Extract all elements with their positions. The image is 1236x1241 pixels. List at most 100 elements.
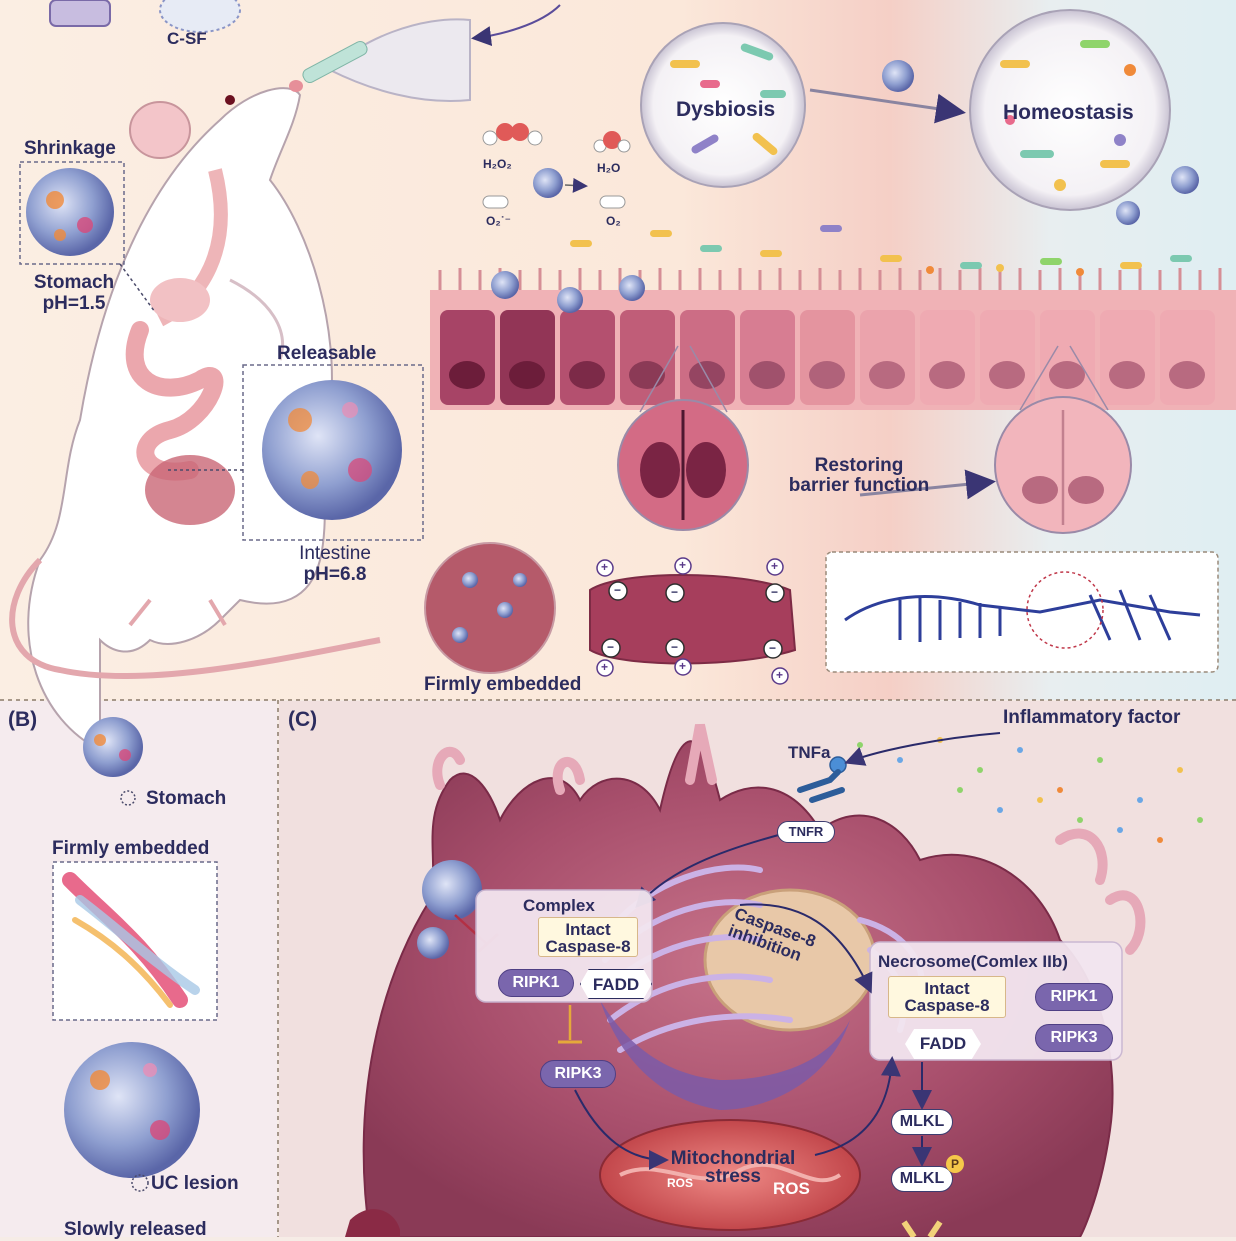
caspase-inhibition-arrow	[739, 903, 873, 994]
golgi-body	[600, 1000, 850, 1110]
stomach-label-line2: pH=1.5	[42, 293, 106, 314]
reaction-nanoparticle	[533, 168, 563, 198]
tnfr-label: TNFR	[777, 821, 835, 843]
panel-b-stomach-nanoparticle	[83, 717, 143, 777]
homeostasis-label: Homeostasis	[1003, 101, 1134, 124]
microvilli-row	[438, 268, 1222, 290]
mlkl-pore-icon	[901, 1220, 943, 1237]
cell-debris	[345, 1209, 400, 1237]
panel-b-stomach-label: Stomach	[146, 788, 227, 809]
necrosome-ripk3-pill: RIPK3	[1035, 1024, 1113, 1052]
rat-illustration	[9, 80, 381, 752]
firmly-embedded-label-a: Firmly embedded	[424, 674, 582, 695]
necrosome-ripk1-pill: RIPK1	[1035, 983, 1113, 1011]
zoom-leader-2a	[1019, 345, 1059, 411]
complex-intact-caspase-box: Intact Caspase-8	[538, 917, 638, 957]
ct-scan-skeleton	[844, 589, 1201, 642]
h2o2-molecule-icon	[482, 123, 543, 146]
epithelial-cells	[440, 310, 1215, 405]
h2o2-label: H₂O₂	[483, 157, 512, 171]
ros-label-2: ROS	[773, 1179, 810, 1198]
complex-fadd-hex: FADD	[580, 969, 652, 999]
charge-plus-1: +	[601, 560, 609, 574]
floating-nanoparticle-3	[1116, 201, 1140, 225]
ripk3-pill: RIPK3	[540, 1060, 616, 1088]
panel-b-uc-lesion-label: UC lesion	[151, 1173, 239, 1194]
epithelium-nanoparticle-1	[491, 271, 519, 299]
stomach-label: Stomach pH=1.5	[14, 272, 134, 314]
ripk3-to-mito-arrow	[574, 1089, 669, 1170]
releasable-box	[242, 364, 424, 541]
charge-plus-2: +	[679, 558, 687, 572]
panel-b-slowly-released-label: Slowly released	[64, 1219, 207, 1240]
charge-minus-4: −	[607, 640, 615, 654]
intestine-label-line2: pH=6.8	[303, 564, 367, 585]
homeostasis-bacteria	[1000, 40, 1136, 191]
necrosome-intact-caspase-box: Intact Caspase-8	[888, 976, 1006, 1018]
tissue-zoom	[424, 542, 556, 674]
charge-minus-5: −	[671, 640, 679, 654]
o2-radical-label: O₂˙⁻	[486, 214, 511, 228]
restoring-label-line1: Restoring	[814, 455, 904, 476]
dysbiosis-label: Dysbiosis	[676, 98, 776, 121]
necrosome-intact-caspase-line1: Intact	[924, 979, 970, 998]
epithelium-nanoparticle-2	[557, 287, 583, 313]
dysbiosis-bacteria	[670, 43, 786, 156]
restoring-label-line2: barrier function	[788, 475, 930, 496]
reaction-arrow	[564, 177, 588, 193]
necrosome-fadd-hex: FADD	[905, 1029, 981, 1059]
panel-b-lesion-nanoparticle	[64, 1042, 200, 1178]
floating-nanoparticle-2	[1171, 166, 1199, 194]
mito-stress-line1: Mitochondrial	[670, 1148, 796, 1169]
charge-minus-1: −	[614, 583, 622, 597]
charge-plus-4: +	[601, 660, 609, 674]
charge-minus-2: −	[671, 585, 679, 599]
stomach-leader-line	[119, 263, 156, 313]
ct-scan-box	[825, 551, 1219, 673]
restoring-arrow	[859, 469, 996, 500]
panel-b-label: (B)	[8, 708, 38, 731]
mlkl-p-label: MLKL	[891, 1166, 953, 1192]
inflammatory-factor-label: Inflammatory factor	[1003, 707, 1181, 728]
shrinkage-label: Shrinkage	[24, 138, 116, 159]
releasable-label: Releasable	[277, 343, 377, 364]
zoom-leader-1b	[689, 345, 728, 413]
charge-circles	[596, 557, 789, 685]
mito-to-necrosome-arrow	[814, 1056, 901, 1156]
panel-c-nanoparticle-2	[417, 927, 449, 959]
intestine-label: Intestine pH=6.8	[270, 543, 400, 585]
ros-label-1: ROS	[667, 1176, 694, 1190]
bacteria-scatter	[570, 225, 1192, 276]
floating-nanoparticle-1	[882, 60, 914, 92]
charge-plus-5: +	[679, 659, 687, 673]
h2o-label: H₂O	[597, 161, 621, 175]
intestine-segment	[589, 574, 797, 665]
charge-minus-3: −	[771, 585, 779, 599]
o2-radical-molecule-icon	[482, 195, 509, 209]
complex-intact-caspase-line1: Intact	[565, 920, 611, 939]
necrosome-label: Necrosome(Comlex IIb)	[878, 952, 1068, 971]
complex-intact-caspase-line2: Caspase-8	[545, 937, 631, 956]
tnfr-receptor-icon	[797, 769, 845, 803]
tnfa-label: TNFa	[788, 743, 831, 762]
shrinkage-box	[19, 161, 125, 265]
membrane-protrusions	[432, 723, 1146, 955]
necrosome-intact-caspase-line2: Caspase-8	[904, 996, 990, 1015]
panel-c-nanoparticle-1	[422, 860, 482, 920]
mito-stress-label: Mitochondrial stress	[656, 1148, 810, 1187]
complex-label: Complex	[523, 896, 595, 915]
restoring-label: Restoring barrier function	[770, 456, 948, 496]
panel-b-firmly-embedded-label: Firmly embedded	[52, 838, 210, 859]
panel-c-label: (C)	[288, 708, 318, 731]
phospho-badge: P	[946, 1155, 964, 1173]
vial-icon	[49, 0, 111, 27]
stomach-label-line1: Stomach	[33, 272, 115, 293]
complex-ripk1-pill: RIPK1	[498, 969, 574, 997]
panel-b-lesion-marker	[131, 1174, 149, 1192]
mito-stress-line2: stress	[705, 1166, 761, 1187]
top-curved-arrow	[471, 4, 561, 47]
csf-label: C-SF	[167, 29, 207, 48]
dysbiosis-to-homeostasis-arrow	[809, 88, 966, 124]
h2o-molecule-icon	[593, 131, 631, 153]
